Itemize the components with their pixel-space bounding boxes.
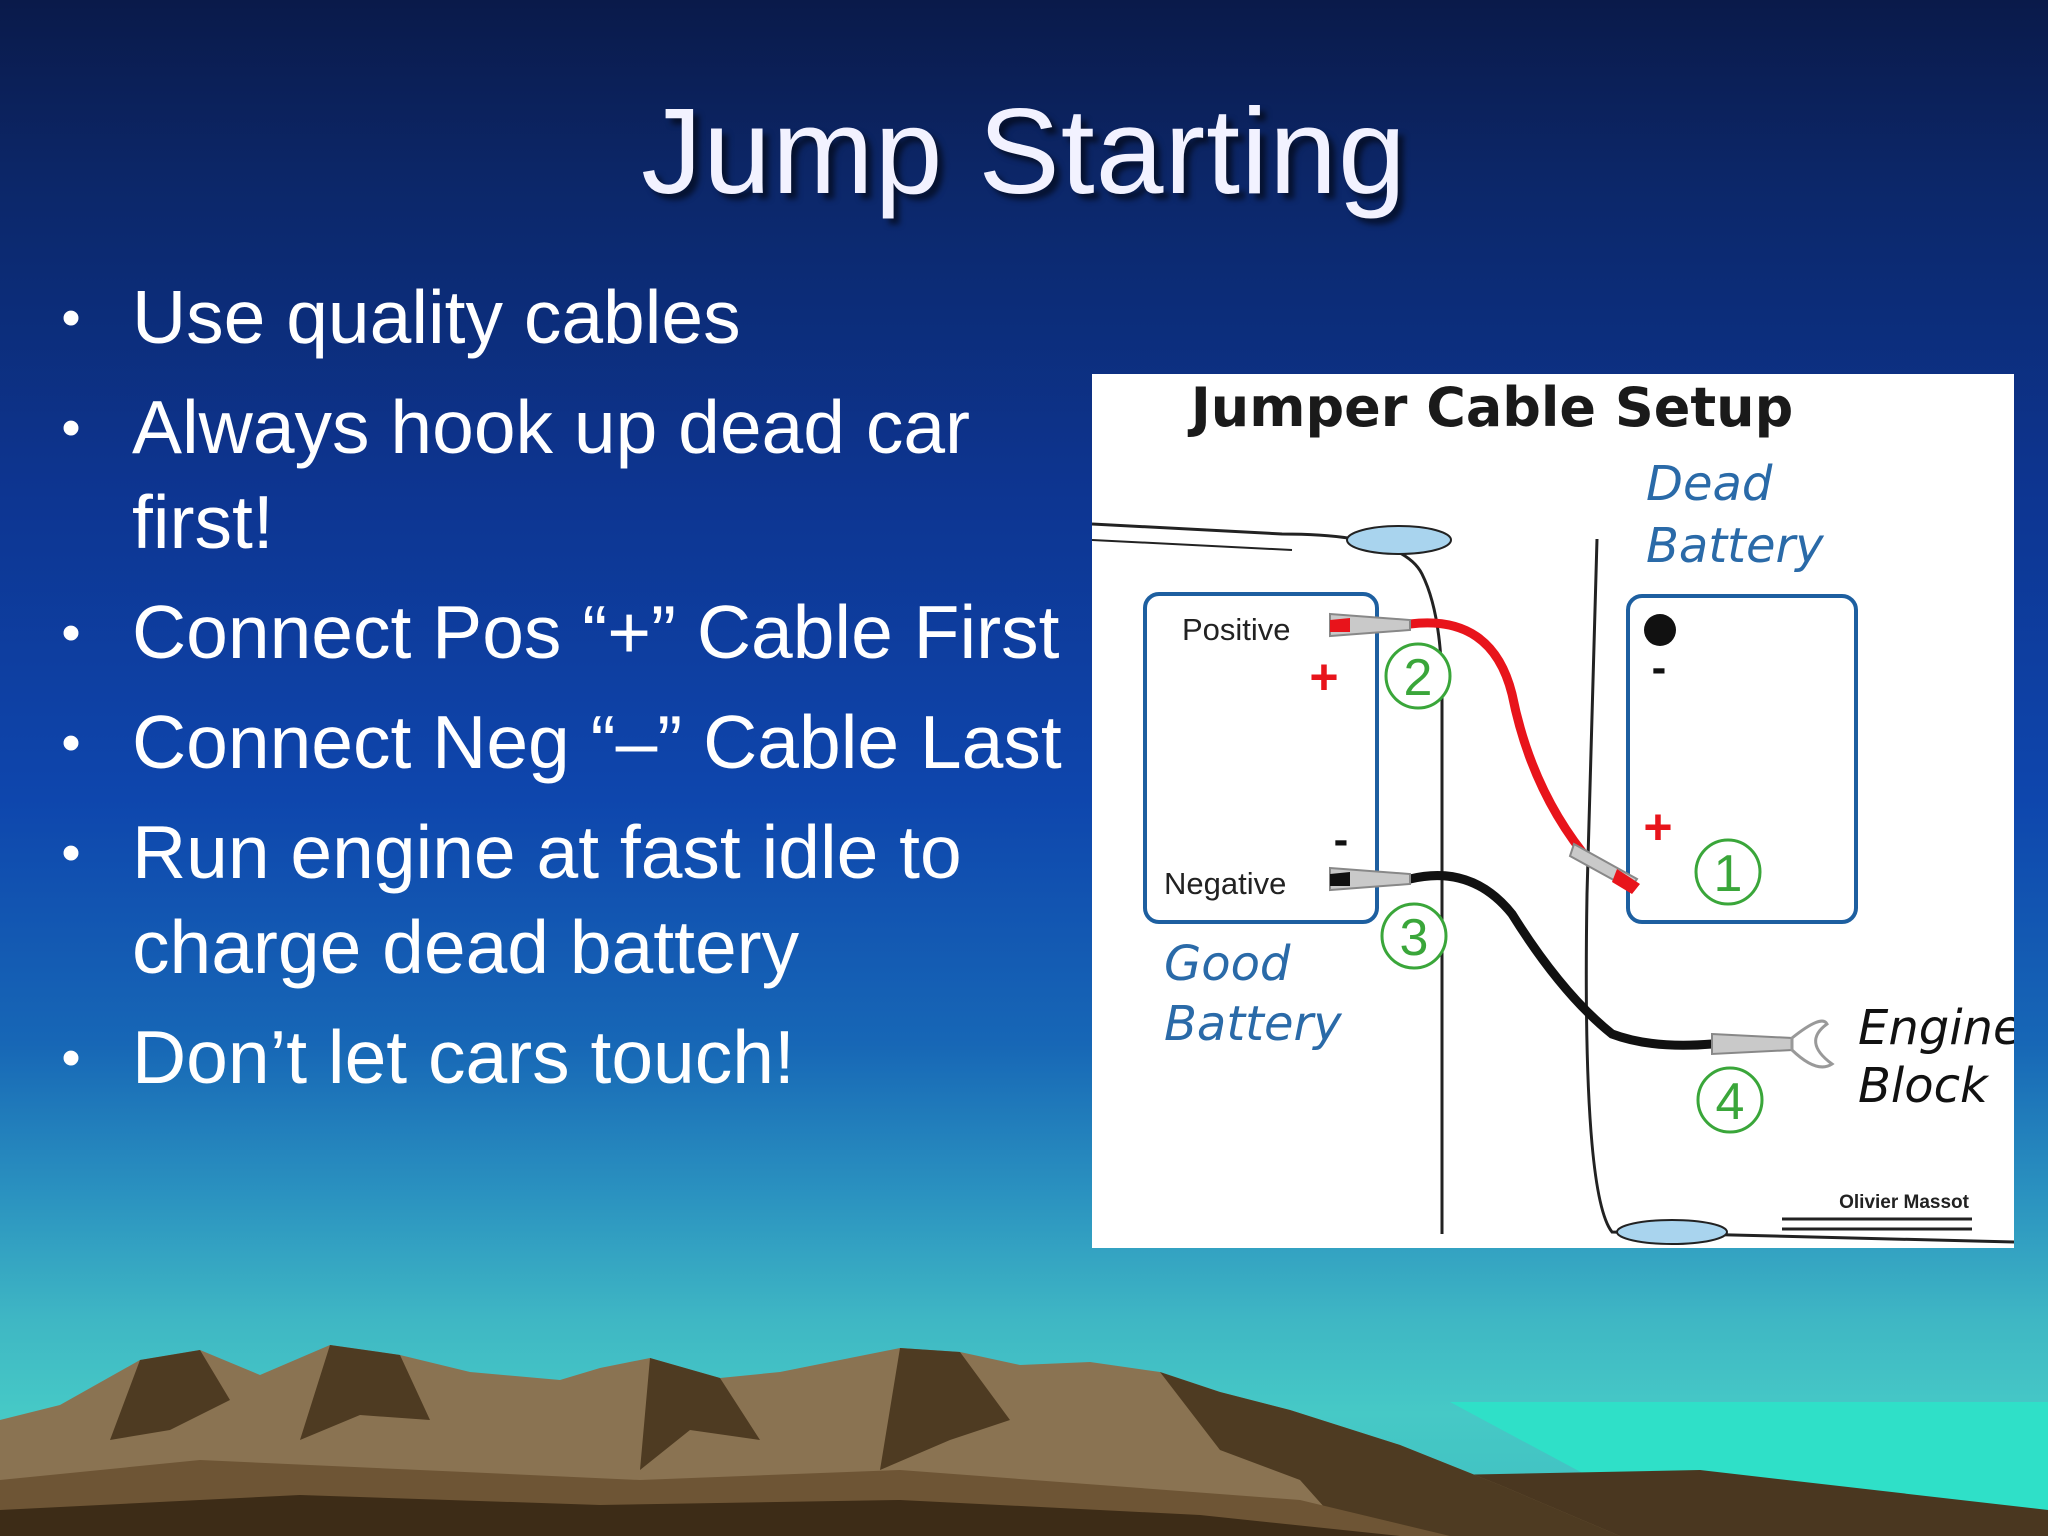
step-4-number: 4 [1716, 1073, 1745, 1131]
clamp-positive-good [1329, 612, 1411, 638]
mountain-shadow [880, 1348, 1010, 1470]
dead-battery-label: Dead [1646, 456, 1773, 512]
bullet-text: Don’t let cars touch! [132, 1015, 795, 1099]
bullet-glyph: • [61, 286, 81, 348]
good-car-outline [1092, 539, 1293, 551]
good-car-light [1346, 525, 1452, 555]
diagram-credit: Olivier Massot [1839, 1192, 1970, 1213]
mountain-shadow [1160, 1372, 1620, 1536]
mountain-shadow [110, 1350, 230, 1440]
mountain-foreground [0, 1495, 1400, 1536]
jumper-cable-diagram: Jumper Cable Setup Positive Negative + -… [1092, 374, 2014, 1248]
clamp-positive-dead [1568, 842, 1640, 894]
positive-cable [1409, 618, 1596, 867]
bullet-item: • Don’t let cars touch! [56, 1010, 1066, 1105]
dead-battery-terminal [1644, 614, 1676, 646]
step-2-number: 2 [1404, 649, 1433, 707]
step-3-marker: 3 [1380, 902, 1448, 970]
step-3-number: 3 [1400, 909, 1429, 967]
clamp-negative-good [1329, 866, 1411, 892]
dead-car-outline [1782, 1217, 1972, 1231]
step-1-marker: 1 [1694, 838, 1762, 906]
bullet-text: Run engine at fast idle to charge dead b… [132, 810, 962, 989]
engine-block-label: Engine [1858, 1000, 2014, 1056]
step-1-number: 1 [1714, 845, 1743, 903]
good-battery-label: Battery [1164, 996, 1342, 1052]
bullet-item: • Connect Neg “–” Cable Last [56, 695, 1066, 790]
negative-label: Negative [1164, 866, 1286, 901]
bullet-glyph: • [61, 601, 81, 663]
bullet-item: • Run engine at fast idle to charge dead… [56, 805, 1066, 995]
diagram-canvas: Jumper Cable Setup Positive Negative + -… [1092, 376, 2014, 1245]
bullet-text: Use quality cables [132, 275, 741, 359]
dead-battery [1626, 594, 1858, 924]
bullet-glyph: • [61, 1026, 81, 1088]
dead-car-light [1616, 1219, 1728, 1245]
clamp-engine-block [1711, 1019, 1835, 1069]
bullet-glyph: • [61, 711, 81, 773]
mountain-shadow [640, 1358, 760, 1470]
step-2-marker: 2 [1384, 642, 1452, 710]
bullet-item: • Always hook up dead car first! [56, 380, 1066, 570]
dead-battery-label: Battery [1646, 518, 1824, 574]
bullet-item: • Connect Pos “+” Cable First [56, 585, 1066, 680]
good-battery-plus: + [1309, 649, 1338, 705]
engine-block-label: Block [1858, 1058, 1990, 1114]
positive-label: Positive [1182, 612, 1291, 647]
good-battery-label: Good [1164, 936, 1291, 992]
negative-cable [1408, 871, 1713, 1050]
bullet-glyph: • [61, 821, 81, 883]
good-battery [1143, 592, 1379, 924]
bullet-glyph: • [61, 396, 81, 458]
slide-title: Jump Starting [641, 83, 1407, 219]
dead-car-outline [1584, 538, 2014, 1244]
dead-battery-plus: + [1643, 799, 1672, 855]
diagram-title: Jumper Cable Setup [1187, 376, 1794, 439]
bullet-text: Connect Pos “+” Cable First [132, 590, 1060, 674]
step-4-marker: 4 [1696, 1066, 1764, 1134]
good-battery-minus: - [1334, 815, 1349, 864]
dead-battery-minus: - [1652, 643, 1667, 692]
bullet-text: Always hook up dead car first! [132, 385, 971, 564]
bullet-item: • Use quality cables [56, 270, 1066, 365]
mountain-shadow [300, 1345, 430, 1440]
bullet-text: Connect Neg “–” Cable Last [132, 700, 1062, 784]
bullet-list: • Use quality cables • Always hook up de… [56, 270, 1066, 1120]
